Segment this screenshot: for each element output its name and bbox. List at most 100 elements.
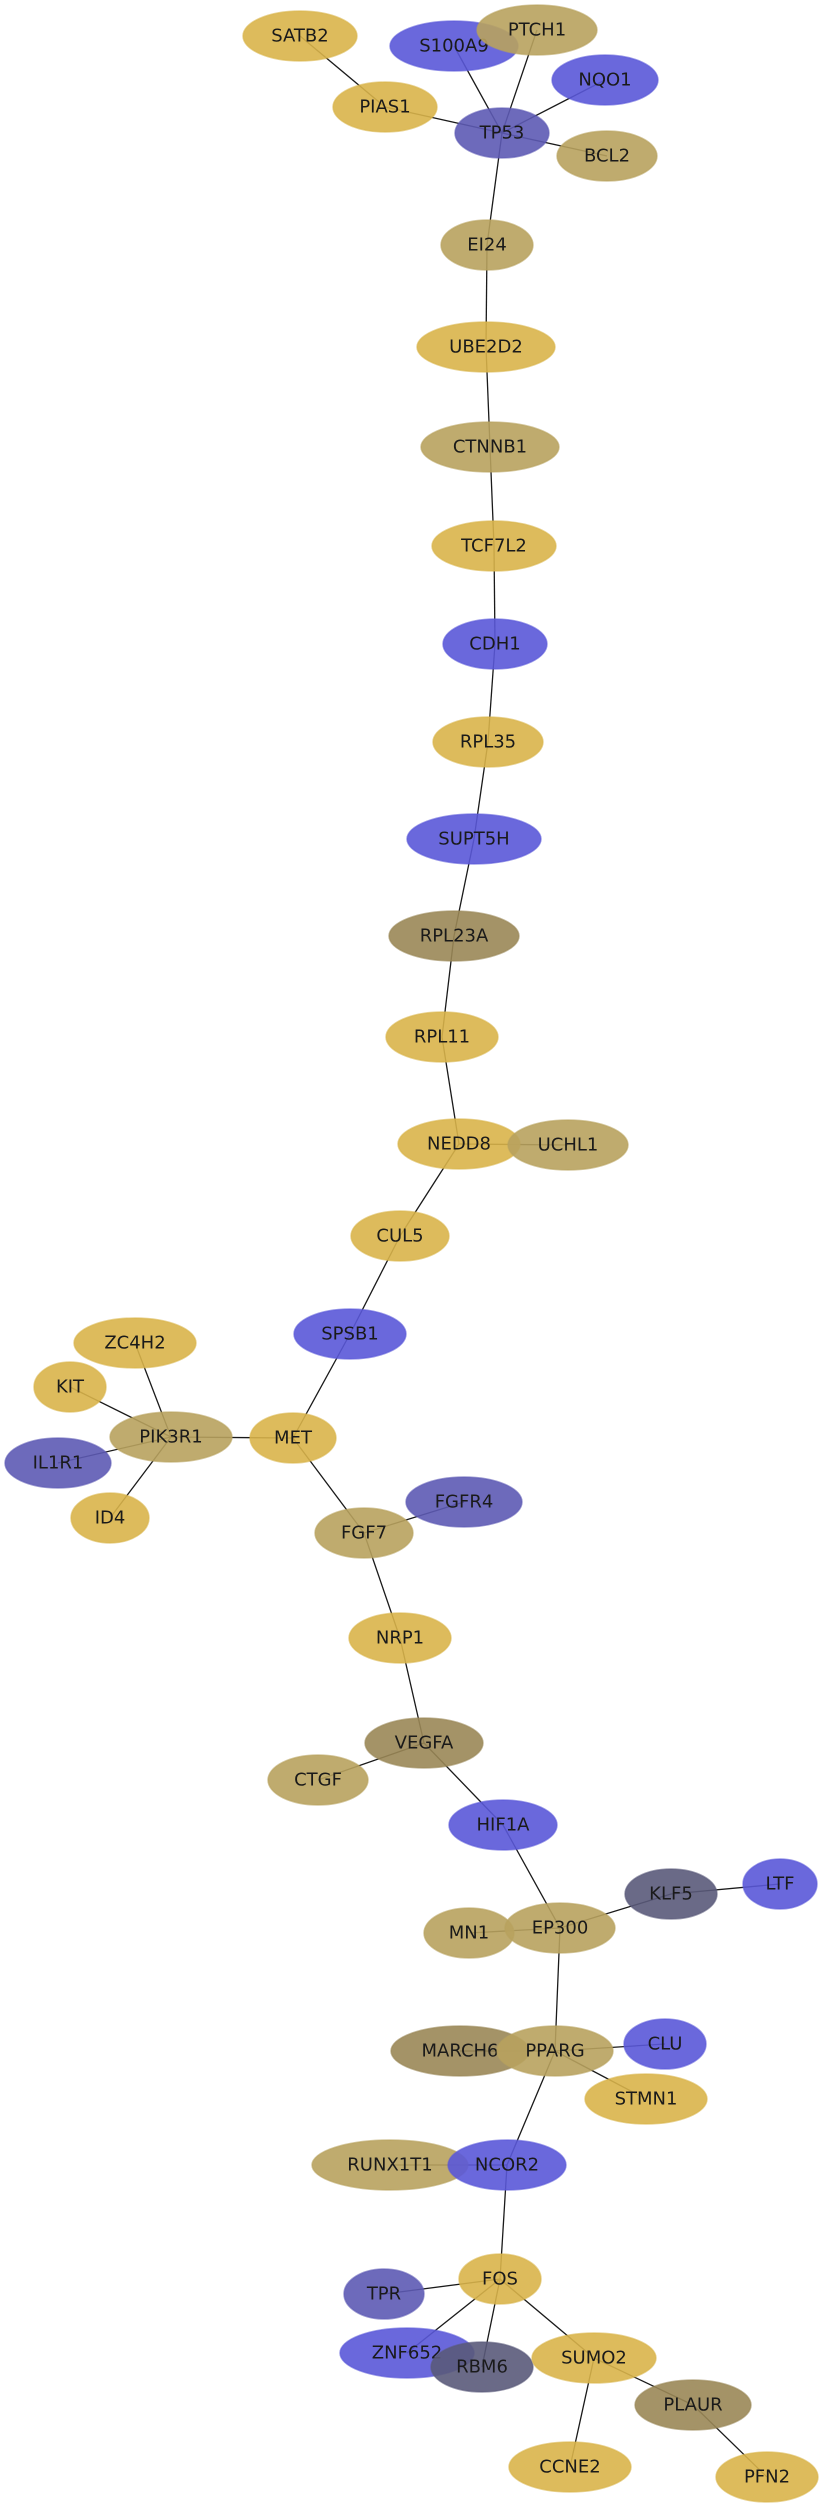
node-mn1[interactable]: MN1: [423, 1907, 515, 1959]
node-rpl11[interactable]: RPL11: [385, 1011, 499, 1063]
node-ptch1[interactable]: PTCH1: [476, 4, 598, 56]
node-il1r1[interactable]: IL1R1: [4, 1437, 112, 1489]
node-shape: [416, 321, 556, 373]
node-rbm6[interactable]: RBM6: [430, 2341, 534, 2393]
node-label: MET: [274, 1428, 313, 1449]
node-march6[interactable]: MARCH6: [390, 2025, 530, 2077]
node-label: MN1: [449, 1923, 489, 1944]
node-ep300[interactable]: EP300: [504, 1902, 616, 1954]
node-shape: [476, 4, 598, 56]
node-label: NCOR2: [475, 2155, 539, 2176]
node-label: KLF5: [649, 1884, 693, 1905]
node-shape: [293, 1308, 407, 1360]
node-label: UBE2D2: [449, 337, 523, 358]
node-label: ZNF652: [372, 2343, 443, 2364]
node-fgf7[interactable]: FGF7: [314, 1507, 414, 1559]
node-shape: [507, 1119, 629, 1171]
node-label: TP53: [479, 123, 525, 144]
node-hif1a[interactable]: HIF1A: [448, 1799, 558, 1851]
node-uchl1[interactable]: UCHL1: [507, 1119, 629, 1171]
node-label: VEGFA: [395, 1733, 454, 1754]
node-clu[interactable]: CLU: [623, 2018, 707, 2070]
node-shape: [388, 910, 520, 962]
node-shape: [584, 2073, 708, 2125]
node-label: STMN1: [615, 2089, 678, 2110]
node-shape: [385, 1011, 499, 1063]
node-shape: [343, 2268, 425, 2320]
node-tpr[interactable]: TPR: [343, 2268, 425, 2320]
node-stmn1[interactable]: STMN1: [584, 2073, 708, 2125]
node-label: SPSB1: [321, 1324, 379, 1345]
node-cdh1[interactable]: CDH1: [442, 618, 548, 670]
node-shape: [431, 520, 557, 572]
node-nrp1[interactable]: NRP1: [348, 1612, 452, 1664]
node-sumo2[interactable]: SUMO2: [531, 2332, 657, 2384]
node-shape: [430, 2341, 534, 2393]
node-shape: [70, 1492, 150, 1544]
node-kit[interactable]: KIT: [33, 1361, 107, 1413]
node-label: MARCH6: [421, 2041, 498, 2062]
node-label: PFN2: [744, 2467, 790, 2488]
node-ei24[interactable]: EI24: [440, 219, 534, 271]
node-shape: [432, 716, 544, 768]
node-shape: [350, 1210, 450, 1262]
node-label: UCHL1: [538, 1135, 599, 1156]
node-met[interactable]: MET: [249, 1412, 337, 1464]
node-shape: [634, 2379, 752, 2431]
node-label: IL1R1: [33, 1453, 84, 1474]
node-shape: [504, 1902, 616, 1954]
node-rpl35[interactable]: RPL35: [432, 716, 544, 768]
node-nqo1[interactable]: NQO1: [551, 54, 659, 106]
node-nedd8[interactable]: NEDD8: [397, 1118, 521, 1170]
node-tcf7l2[interactable]: TCF7L2: [431, 520, 557, 572]
node-ltf[interactable]: LTF: [742, 1858, 818, 1910]
node-shape: [440, 219, 534, 271]
node-shape: [496, 2025, 614, 2077]
node-label: RUNX1T1: [347, 2155, 432, 2176]
node-spsb1[interactable]: SPSB1: [293, 1308, 407, 1360]
node-pfn2[interactable]: PFN2: [715, 2451, 819, 2503]
node-shape: [715, 2451, 819, 2503]
node-label: NEDD8: [427, 1134, 491, 1155]
node-ccne2[interactable]: CCNE2: [508, 2441, 632, 2493]
node-label: FOS: [482, 2269, 518, 2290]
node-vegfa[interactable]: VEGFA: [364, 1717, 484, 1769]
node-pik3r1[interactable]: PIK3R1: [109, 1411, 233, 1463]
node-bcl2[interactable]: BCL2: [556, 130, 658, 182]
node-shape: [33, 1361, 107, 1413]
node-shape: [249, 1412, 337, 1464]
node-label: CTNNB1: [453, 437, 527, 458]
node-zc4h2[interactable]: ZC4H2: [73, 1317, 197, 1369]
node-shape: [332, 81, 438, 133]
node-cul5[interactable]: CUL5: [350, 1210, 450, 1262]
node-klf5[interactable]: KLF5: [624, 1868, 718, 1920]
node-ube2d2[interactable]: UBE2D2: [416, 321, 556, 373]
node-label: RPL11: [414, 1027, 470, 1048]
node-label: SATB2: [271, 26, 328, 47]
node-runx1t1[interactable]: RUNX1T1: [311, 2139, 469, 2191]
node-ncor2[interactable]: NCOR2: [447, 2139, 567, 2191]
node-label: NRP1: [376, 1628, 424, 1649]
node-pparg[interactable]: PPARG: [496, 2025, 614, 2077]
node-ctnnb1[interactable]: CTNNB1: [420, 421, 560, 473]
node-pias1[interactable]: PIAS1: [332, 81, 438, 133]
node-rpl23a[interactable]: RPL23A: [388, 910, 520, 962]
node-label: PPARG: [525, 2041, 584, 2062]
node-satb2[interactable]: SATB2: [242, 10, 358, 62]
node-id4[interactable]: ID4: [70, 1492, 150, 1544]
node-fgfr4[interactable]: FGFR4: [405, 1476, 523, 1528]
node-ctgf[interactable]: CTGF: [267, 1754, 369, 1806]
node-shape: [448, 1799, 558, 1851]
node-shape: [508, 2441, 632, 2493]
node-shape: [458, 2253, 542, 2305]
node-supt5h[interactable]: SUPT5H: [406, 813, 542, 865]
node-label: NQO1: [578, 70, 631, 91]
node-label: TCF7L2: [460, 536, 527, 557]
node-shape: [109, 1411, 233, 1463]
node-label: ZC4H2: [104, 1333, 165, 1354]
node-tp53[interactable]: TP53: [454, 107, 550, 159]
node-label: CUL5: [376, 1226, 423, 1247]
node-plaur[interactable]: PLAUR: [634, 2379, 752, 2431]
node-fos[interactable]: FOS: [458, 2253, 542, 2305]
